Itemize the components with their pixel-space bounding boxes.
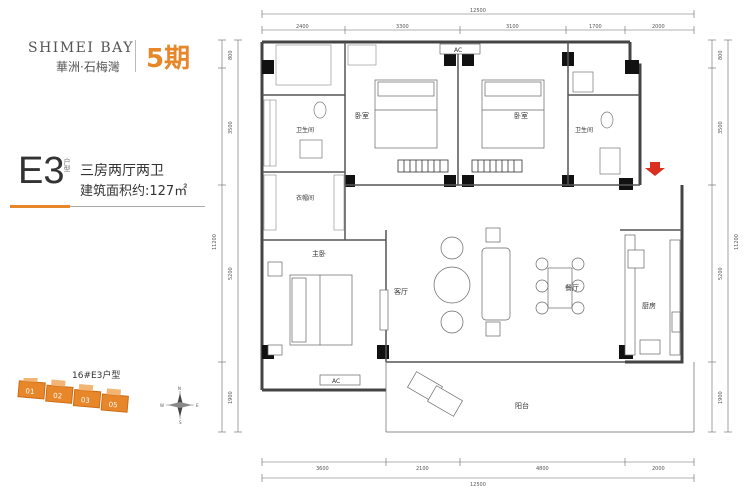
lounge-chair xyxy=(407,371,463,417)
room-label: 衣帽间 xyxy=(296,194,314,202)
room-label: 卫生间 xyxy=(296,126,314,134)
divider-rule xyxy=(70,206,205,207)
room-label: 卫生间 xyxy=(575,126,593,134)
phase-logo: 5期 xyxy=(146,44,191,74)
dim-bottom-seg: 2100 xyxy=(416,466,429,472)
unit-block-top xyxy=(78,383,94,392)
bathroom-fixtures xyxy=(299,71,621,175)
room-label: 卧室 xyxy=(355,111,369,120)
dim-top-seg: 3300 xyxy=(396,24,409,30)
dim-top-seg: 1700 xyxy=(589,24,602,30)
unit-area: 建筑面积约:127㎡ xyxy=(80,184,188,199)
dim-top-seg: 3100 xyxy=(506,24,519,30)
unit-block xyxy=(100,393,129,413)
compass-east: E xyxy=(196,403,199,408)
building-label: 16#E3户型 xyxy=(72,371,121,381)
unit-block xyxy=(17,380,46,400)
accent-rule xyxy=(10,205,70,208)
ac-label: AC xyxy=(332,378,340,385)
unit-code: E3 xyxy=(18,150,65,192)
living-furniture xyxy=(379,227,511,337)
dim-left-seg: 5200 xyxy=(228,267,234,280)
building-key-plan: 01 02 03 05 xyxy=(17,378,129,413)
bed xyxy=(481,79,545,149)
room-label: 卧室 xyxy=(514,111,528,120)
dim-right-seg: 5200 xyxy=(718,267,724,280)
compass-west: W xyxy=(160,403,164,408)
dim-right-seg: 800 xyxy=(718,50,724,60)
unit-number: 02 xyxy=(53,392,63,401)
dim-right-total: 11200 xyxy=(734,234,740,250)
dim-top-seg: 2000 xyxy=(652,24,665,30)
unit-block-top xyxy=(106,388,121,396)
brand-name-cn: 華洲·石梅灣 xyxy=(56,60,120,74)
compass-icon: N E S W xyxy=(160,386,199,425)
brand-divider xyxy=(135,40,136,72)
dim-left-seg: 1900 xyxy=(228,391,234,404)
dim-right-seg: 1900 xyxy=(718,391,724,404)
unit-block-top xyxy=(23,378,38,383)
top-dimensions xyxy=(261,10,695,34)
room-label: 客厅 xyxy=(394,287,408,296)
dim-right-seg: 3500 xyxy=(718,121,724,134)
bottom-dimensions xyxy=(261,458,695,482)
interior-walls xyxy=(262,42,682,363)
room-label: 餐厅 xyxy=(565,283,579,292)
dim-bottom-total: 12500 xyxy=(470,482,486,488)
unit-block xyxy=(72,389,102,409)
unit-number: 05 xyxy=(108,401,118,410)
exterior-walls xyxy=(260,40,684,392)
ac-unit xyxy=(319,374,361,386)
kitchen-counter xyxy=(624,234,681,356)
room-label: 主卧 xyxy=(312,249,326,258)
unit-rooms: 三房两厅两卫 xyxy=(80,163,164,179)
dim-bottom-seg: 3600 xyxy=(316,466,329,472)
room-label: 阳台 xyxy=(515,401,529,410)
ac-label: AC xyxy=(454,47,462,54)
unit-number: 03 xyxy=(81,396,91,405)
balcony xyxy=(385,362,695,433)
dim-top-total: 12500 xyxy=(470,8,486,14)
dim-bottom-seg: 4800 xyxy=(536,466,549,472)
master-bed xyxy=(267,261,353,356)
dim-bottom-seg: 2000 xyxy=(652,466,665,472)
compass-north: N xyxy=(178,386,181,391)
dining-table xyxy=(535,257,585,315)
compass-south: S xyxy=(179,420,182,425)
dim-top-seg: 2400 xyxy=(296,24,309,30)
dim-left-seg: 3500 xyxy=(228,121,234,134)
unit-code-suffix: 户型 xyxy=(63,158,71,172)
window-rail xyxy=(397,159,523,173)
right-dimensions xyxy=(708,39,732,433)
unit-number: 01 xyxy=(25,387,35,396)
left-dimensions xyxy=(218,39,242,433)
room-label: 厨房 xyxy=(642,301,656,310)
entrance-arrow-icon xyxy=(645,162,665,176)
brand-name-en: SHIMEI BAY xyxy=(28,40,134,56)
ac-unit xyxy=(439,43,481,55)
dim-left-total: 11200 xyxy=(212,234,218,250)
bed xyxy=(374,79,438,149)
dim-left-seg: 800 xyxy=(228,50,234,60)
wardrobe xyxy=(263,44,377,231)
unit-block-top xyxy=(51,379,66,387)
